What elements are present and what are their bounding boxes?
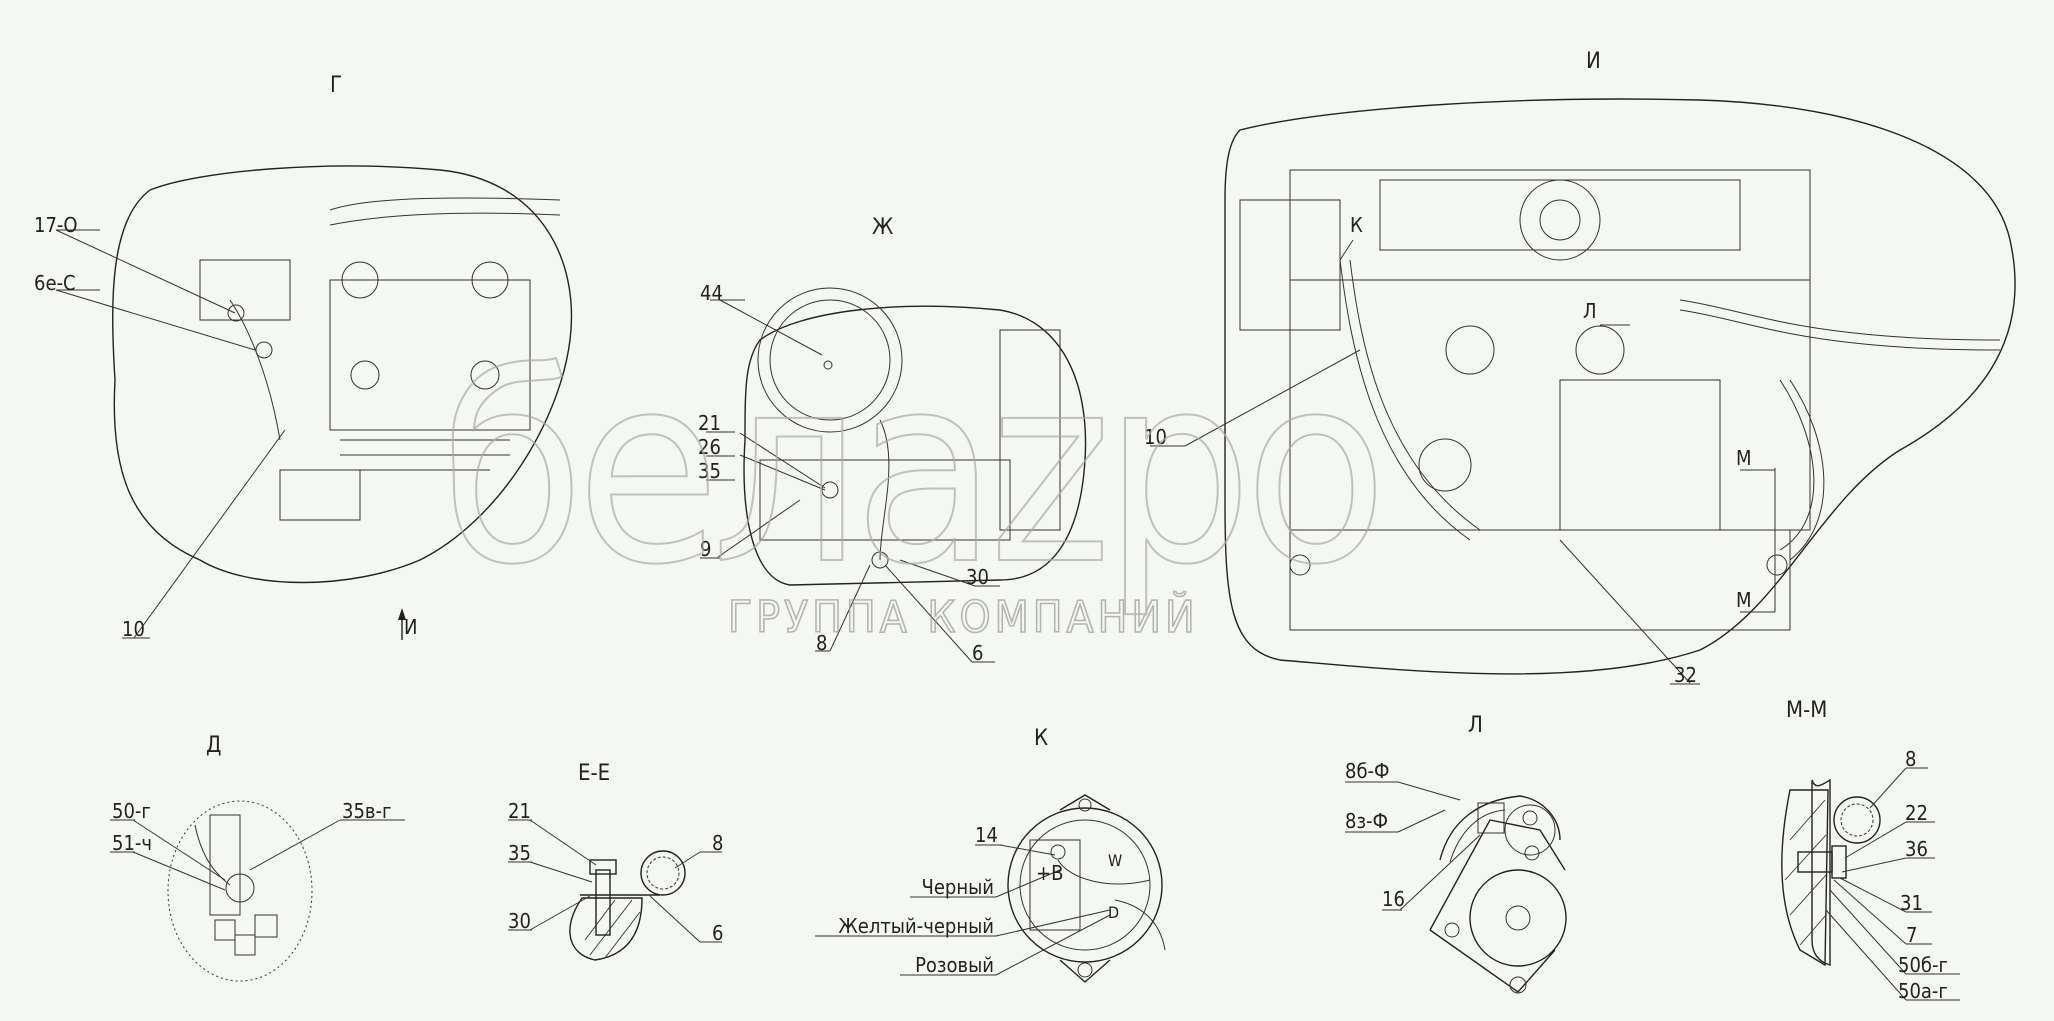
l-connector: [1477, 802, 1505, 834]
callout-36: 36: [1905, 837, 1928, 861]
view-i-engine-detail: [1239, 169, 2001, 631]
ee-hose-inner: [646, 856, 680, 890]
callout-6: 6: [972, 641, 983, 665]
arrow-head-icon: [398, 608, 406, 620]
wire-yellow-black-label: Желтый-черный: [838, 914, 994, 938]
view-zh-title: Ж: [872, 215, 893, 240]
callout-10-i: 10: [1144, 425, 1167, 449]
view-g-outline: [112, 165, 573, 584]
callout-8b-f: 8б-Ф: [1345, 759, 1390, 783]
view-mm-title: М-М: [1786, 698, 1827, 723]
view-zh-filter-detail: [757, 287, 1061, 569]
view-mm: М-М 8 22 36 31 7 50б-г 50а-г: [1781, 698, 1960, 1003]
callout-21: 21: [698, 411, 721, 435]
callout-9: 9: [700, 537, 711, 561]
callout-30: 30: [966, 565, 989, 589]
view-d-circle: [167, 800, 313, 982]
view-i-title: И: [1586, 49, 1601, 74]
view-d: Д 50-г 51-ч 35в-г: [110, 733, 405, 982]
mm-section-wall: [1811, 778, 1831, 966]
view-l-title: Л: [1468, 713, 1483, 738]
view-ee: Е-Е 21 35 30 8 6: [508, 761, 723, 961]
callout-6e-s: 6е-С: [34, 271, 76, 295]
terminal-d-label: D: [1108, 903, 1119, 922]
callout-51-ch: 51-ч: [112, 831, 152, 855]
view-i: И К Л 10 М М 32: [1144, 49, 2016, 687]
watermark-subtitle: ГРУППА КОМПАНИЙ: [728, 590, 1199, 643]
callout-50a-g: 50а-г: [1898, 979, 1948, 1003]
callout-10: 10: [122, 617, 145, 641]
callout-16: 16: [1382, 887, 1405, 911]
callout-k-marker: К: [1350, 213, 1363, 237]
terminal-w-label: W: [1108, 851, 1122, 870]
callout-50b-g: 50б-г: [1898, 953, 1948, 977]
view-arrow-label: И: [404, 615, 417, 639]
callout-8z-f: 8з-Ф: [1345, 809, 1388, 833]
callout-26: 26: [698, 435, 721, 459]
callout-31: 31: [1900, 891, 1923, 915]
callout-7: 7: [1906, 923, 1917, 947]
view-ee-title: Е-Е: [578, 761, 610, 786]
callout-17-o: 17-О: [34, 213, 78, 237]
view-k-title: К: [1034, 726, 1048, 751]
callout-22: 22: [1905, 801, 1928, 825]
ee-section-body: [569, 897, 643, 961]
k-alternator-body: [1007, 807, 1163, 963]
view-d-title: Д: [206, 733, 221, 758]
callout-8: 8: [816, 631, 827, 655]
callout-8-mm: 8: [1905, 747, 1916, 771]
ee-bolt-head: [589, 859, 617, 875]
terminal-b-label: +В: [1036, 861, 1063, 885]
wire-pink-label: Розовый: [915, 953, 994, 977]
callout-6-ee: 6: [712, 921, 723, 945]
callout-14: 14: [975, 823, 998, 847]
callout-35v-g: 35в-г: [342, 799, 391, 823]
mm-hose-outer: [1833, 796, 1881, 844]
view-i-outline: [1224, 98, 2016, 675]
section-marker-m-bottom: М: [1736, 588, 1752, 612]
callout-8-ee: 8: [712, 831, 723, 855]
l-starter-body: [1469, 869, 1567, 967]
callout-35-ee: 35: [508, 841, 531, 865]
watermark-logo: белаzро: [440, 320, 1379, 622]
section-marker-m-top: М: [1736, 446, 1752, 470]
view-g: Г 17-О 6е-С 10 И: [34, 73, 573, 641]
view-l: Л 8б-Ф 8з-Ф 16: [1345, 713, 1567, 994]
view-k: К 14 +В W D Черный Желтый-черный Розовый: [815, 726, 1166, 983]
ee-hatching: [584, 899, 641, 959]
view-d-detail: [194, 814, 278, 956]
callout-30-ee: 30: [508, 909, 531, 933]
wire-black-label: Черный: [922, 875, 995, 899]
callout-32: 32: [1674, 663, 1697, 687]
callout-35: 35: [698, 459, 721, 483]
ee-hose-outer: [640, 850, 686, 896]
view-zh-outline: [743, 305, 1087, 586]
ee-bolt: [595, 869, 611, 936]
watermark: белаzро ГРУППА КОМПАНИЙ: [439, 319, 1388, 644]
callout-44: 44: [700, 281, 723, 305]
view-g-title: Г: [330, 73, 342, 98]
callout-l-marker: Л: [1583, 299, 1597, 323]
callout-21-ee: 21: [508, 799, 531, 823]
view-g-engine-detail: [199, 197, 561, 521]
view-zh: Ж 44 21 26 35 9 30 8 6: [698, 215, 1087, 665]
mm-bolt-head: [1831, 845, 1847, 879]
callout-50-g: 50-г: [112, 799, 151, 823]
terminal-b-icon: [1050, 844, 1066, 860]
